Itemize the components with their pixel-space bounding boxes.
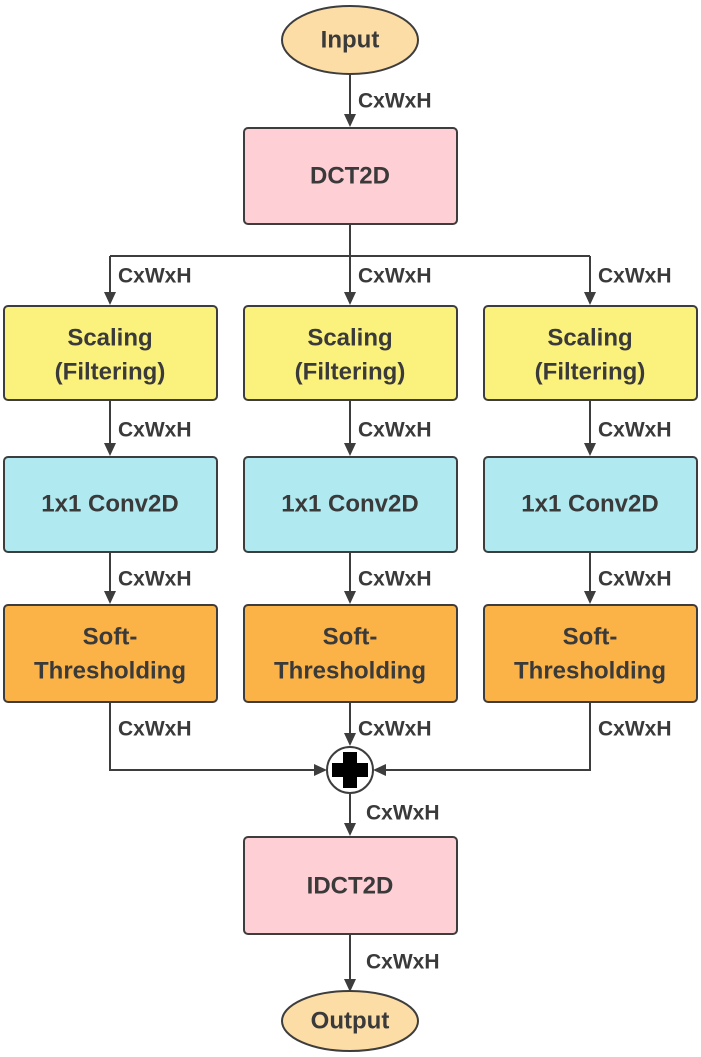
node-label: Soft- xyxy=(323,624,378,651)
branch-1: Scaling (Filtering) 1x1 Conv2D Soft- Thr… xyxy=(3,305,218,703)
node-output: Output xyxy=(281,990,419,1052)
node-shape xyxy=(243,836,458,935)
arrowhead xyxy=(584,292,596,305)
node-label: IDCT2D xyxy=(307,873,394,900)
edge-label: CxWxH xyxy=(366,951,440,974)
node-soft xyxy=(483,604,698,703)
arrowhead xyxy=(104,443,116,456)
node-label: 1x1 Conv2D xyxy=(521,491,658,518)
terminal-shape xyxy=(281,990,419,1052)
node-conv xyxy=(243,456,458,553)
node-scaling xyxy=(243,305,458,401)
edge-label: CxWxH xyxy=(358,568,432,591)
node-shape xyxy=(243,127,458,225)
node-label: (Filtering) xyxy=(55,359,166,386)
arrowhead xyxy=(344,443,356,456)
arrowhead xyxy=(584,443,596,456)
node-label: 1x1 Conv2D xyxy=(41,491,178,518)
arrowhead xyxy=(344,823,356,836)
node-label: DCT2D xyxy=(310,163,390,190)
node-dct2d: DCT2D xyxy=(243,127,458,225)
edge-label: CxWxH xyxy=(598,265,672,288)
arrowhead xyxy=(344,292,356,305)
arrowhead xyxy=(314,764,327,776)
arrowhead xyxy=(344,591,356,604)
arrowhead xyxy=(373,764,386,776)
node-label: Scaling xyxy=(67,325,152,352)
edge-label: CxWxH xyxy=(118,419,192,442)
edge-label: CxWxH xyxy=(598,718,672,741)
sum-node xyxy=(326,746,374,794)
plus-icon xyxy=(332,752,368,788)
arrowhead xyxy=(344,979,356,992)
node-label: Input xyxy=(321,27,380,54)
edges xyxy=(104,75,596,992)
node-idct2d: IDCT2D xyxy=(243,836,458,935)
edge-labels: CxWxH CxWxH CxWxH CxWxH CxWxH CxWxH CxWx… xyxy=(118,90,672,974)
edge-label: CxWxH xyxy=(358,419,432,442)
edge-label: CxWxH xyxy=(118,265,192,288)
branch-3: Scaling (Filtering) 1x1 Conv2D Soft- Thr… xyxy=(483,305,698,703)
arrowhead xyxy=(104,292,116,305)
arrowhead xyxy=(584,591,596,604)
node-label: Thresholding xyxy=(514,658,666,685)
node-soft xyxy=(243,604,458,703)
edge-soft-to-sum-3 xyxy=(384,702,591,771)
node-input: Input xyxy=(281,5,419,75)
node-label: (Filtering) xyxy=(535,359,646,386)
node-label: Output xyxy=(311,1008,390,1035)
node-scaling xyxy=(483,305,698,401)
edge-label: CxWxH xyxy=(118,718,192,741)
edge-label: CxWxH xyxy=(598,419,672,442)
node-conv xyxy=(483,456,698,553)
node-label: Thresholding xyxy=(34,658,186,685)
node-label: Scaling xyxy=(547,325,632,352)
arrowhead xyxy=(344,733,356,746)
node-label: (Filtering) xyxy=(295,359,406,386)
node-soft xyxy=(3,604,218,703)
edge-label: CxWxH xyxy=(598,568,672,591)
node-scaling xyxy=(3,305,218,401)
node-label: Soft- xyxy=(83,624,138,651)
terminal-shape xyxy=(281,5,419,75)
arrowhead xyxy=(344,114,356,127)
node-label: Scaling xyxy=(307,325,392,352)
edge-label: CxWxH xyxy=(358,90,432,113)
branch-2: Scaling (Filtering) 1x1 Conv2D Soft- Thr… xyxy=(243,305,458,703)
edge-label: CxWxH xyxy=(118,568,192,591)
node-label: 1x1 Conv2D xyxy=(281,491,418,518)
node-label: Soft- xyxy=(563,624,618,651)
edge-soft-to-sum-1 xyxy=(109,702,316,771)
edge-label: CxWxH xyxy=(366,802,440,825)
edge-label: CxWxH xyxy=(358,718,432,741)
node-conv xyxy=(3,456,218,553)
node-label: Thresholding xyxy=(274,658,426,685)
edge-label: CxWxH xyxy=(358,265,432,288)
arrowhead xyxy=(104,591,116,604)
